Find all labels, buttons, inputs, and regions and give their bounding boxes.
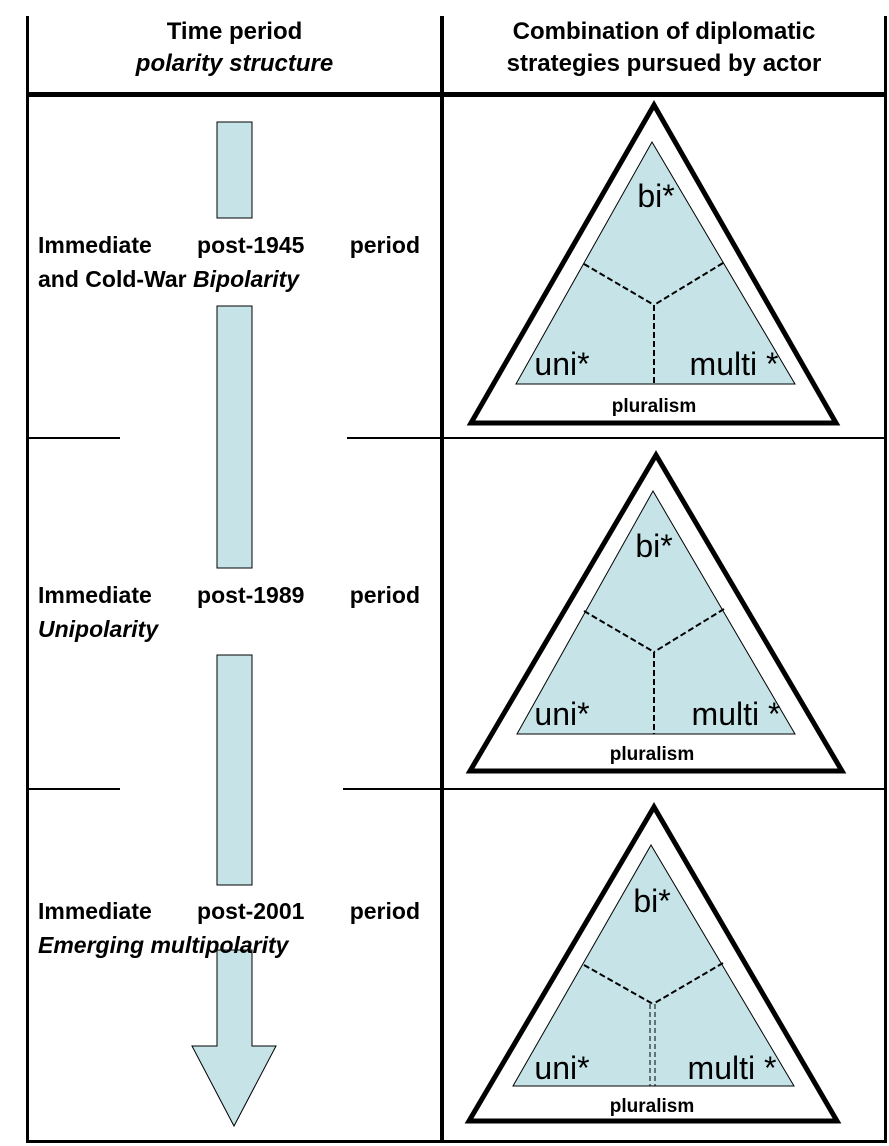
strategy-triangle-1: bi* uni* multi * pluralism (466, 99, 841, 426)
period-line2: Emerging multipolarity (38, 928, 420, 962)
header-right-line2: strategies pursued by actor (506, 50, 822, 77)
table-bottom-border (26, 1140, 887, 1143)
strategy-triangle-3: bi* uni* multi * pluralism (464, 802, 842, 1124)
row-divider-1-mid (347, 437, 442, 439)
header-right-line1: Combination of diplomatic (512, 18, 816, 45)
label-uni: uni* (534, 1050, 589, 1086)
polarity-label: Emerging multipolarity (38, 932, 289, 958)
period-line2: and Cold-War Bipolarity (38, 262, 420, 296)
polarity-label: Unipolarity (38, 616, 159, 642)
table-left-border (26, 16, 29, 1143)
header-left-subtitle: polarity structure (135, 50, 334, 77)
label-pluralism: pluralism (610, 744, 694, 765)
period-line1: Immediate post-1945 period (38, 232, 420, 258)
row-divider-2-left (26, 788, 120, 790)
period-line1: Immediate post-2001 period (38, 898, 420, 924)
period-label-1989: Immediate post-1989 period Unipolarity (38, 578, 420, 646)
row-divider-1-left (26, 437, 120, 439)
label-bi: bi* (635, 528, 672, 564)
label-multi: multi * (688, 1050, 777, 1086)
column-divider (440, 16, 444, 1143)
period-line2-prefix: and Cold-War (38, 266, 194, 292)
strategy-triangle-2: bi* uni* multi * pluralism (465, 450, 847, 774)
label-uni: uni* (534, 346, 589, 382)
label-multi: multi * (690, 346, 779, 382)
period-line1: Immediate post-1989 period (38, 582, 420, 608)
period-label-2001: Immediate post-2001 period Emerging mult… (38, 894, 420, 962)
table-right-border (884, 16, 887, 1143)
row-divider-2-right (442, 788, 886, 790)
row-divider-2-mid (343, 788, 442, 790)
header-left-title: Time period (166, 18, 303, 45)
timeline-arrow (191, 121, 277, 1128)
row-divider-1-right (442, 437, 886, 439)
period-label-1945: Immediate post-1945 period and Cold-War … (38, 228, 420, 296)
label-uni: uni* (534, 696, 589, 732)
period-line2: Unipolarity (38, 612, 420, 646)
header-bottom-rule (26, 92, 887, 97)
label-bi: bi* (633, 883, 670, 919)
label-pluralism: pluralism (612, 396, 696, 417)
label-multi: multi * (692, 696, 781, 732)
label-bi: bi* (637, 178, 674, 214)
polarity-label: Bipolarity (193, 266, 300, 292)
header-time-period: Time period polarity structure (29, 16, 440, 80)
header-strategies: Combination of diplomatic strategies pur… (444, 16, 884, 80)
label-pluralism: pluralism (610, 1096, 694, 1117)
